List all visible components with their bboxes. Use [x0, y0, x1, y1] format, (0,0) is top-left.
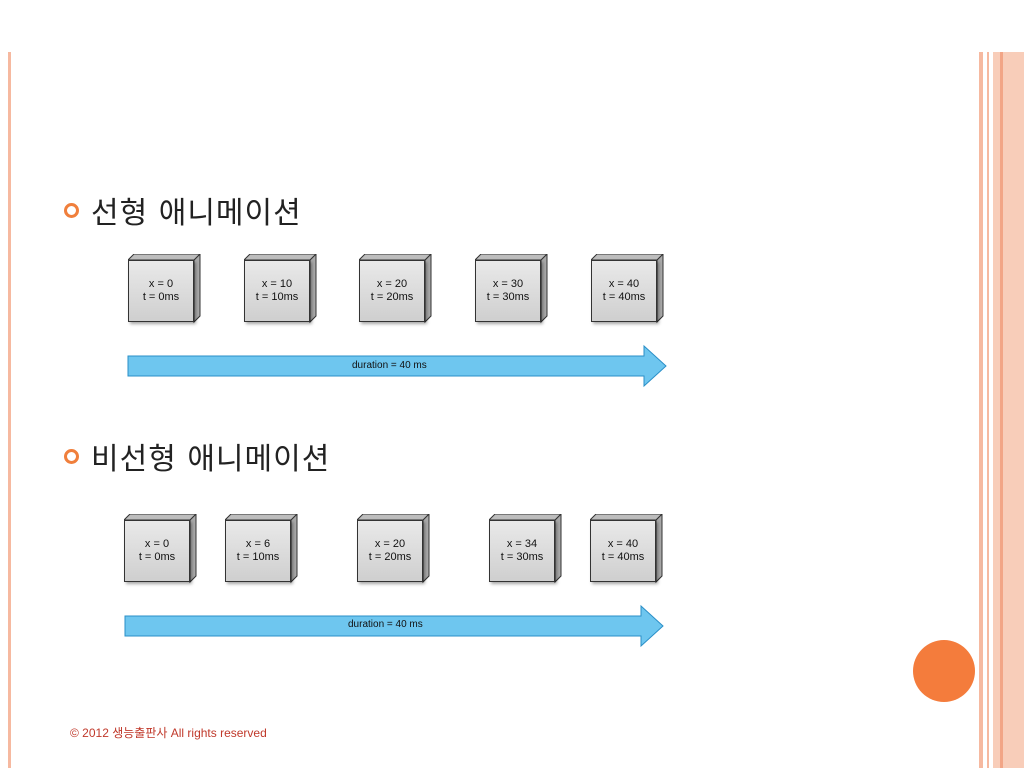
- box-t-label: t = 30ms: [486, 291, 530, 303]
- box-x-label: x = 0: [148, 278, 174, 290]
- duration-label: duration = 40 ms: [352, 360, 427, 371]
- box-t-label: t = 0ms: [142, 291, 180, 303]
- right-border-stripe-4: [1000, 52, 1003, 768]
- box-t-label: t = 10ms: [255, 291, 299, 303]
- bullet-circle-icon: [64, 202, 79, 218]
- box-x-label: x = 30: [492, 278, 524, 290]
- duration-arrow-icon: [124, 604, 664, 648]
- duration-arrow-icon: [127, 344, 667, 388]
- box-t-label: t = 30ms: [500, 551, 544, 563]
- heading-text: 선형 애니메이션: [91, 196, 302, 231]
- duration-label: duration = 40 ms: [348, 619, 423, 630]
- copyright-footer: © 2012 생능출판사 All rights reserved: [70, 726, 267, 740]
- orange-circle-decoration: [913, 640, 975, 702]
- box-x-label: x = 0: [144, 538, 170, 550]
- box-t-label: t = 20ms: [370, 291, 414, 303]
- right-border-stripe-2: [987, 52, 989, 768]
- box-t-label: t = 10ms: [236, 551, 280, 563]
- section-heading-linear: 선형 애니메이션: [64, 188, 302, 232]
- left-border-line: [8, 52, 11, 768]
- box-x-label: x = 40: [608, 278, 640, 290]
- cube-edge-icon: [128, 254, 201, 324]
- box-t-label: t = 40ms: [601, 551, 645, 563]
- box-t-label: t = 0ms: [138, 551, 176, 563]
- box-x-label: x = 40: [607, 538, 639, 550]
- box-x-label: x = 20: [376, 278, 408, 290]
- right-border-stripe-3: [993, 52, 1024, 768]
- section-heading-nonlinear: 비선형 애니메이션: [64, 434, 330, 478]
- box-t-label: t = 20ms: [368, 551, 412, 563]
- box-t-label: t = 40ms: [602, 291, 646, 303]
- heading-text: 비선형 애니메이션: [91, 442, 331, 477]
- box-x-label: x = 10: [261, 278, 293, 290]
- box-x-label: x = 6: [245, 538, 271, 550]
- cube-edge-icon: [590, 514, 663, 584]
- bullet-circle-icon: [64, 448, 79, 464]
- box-x-label: x = 20: [374, 538, 406, 550]
- box-x-label: x = 34: [506, 538, 538, 550]
- cube-edge-icon: [357, 514, 430, 584]
- right-border-stripe-1: [979, 52, 983, 768]
- cube-edge-icon: [475, 254, 548, 324]
